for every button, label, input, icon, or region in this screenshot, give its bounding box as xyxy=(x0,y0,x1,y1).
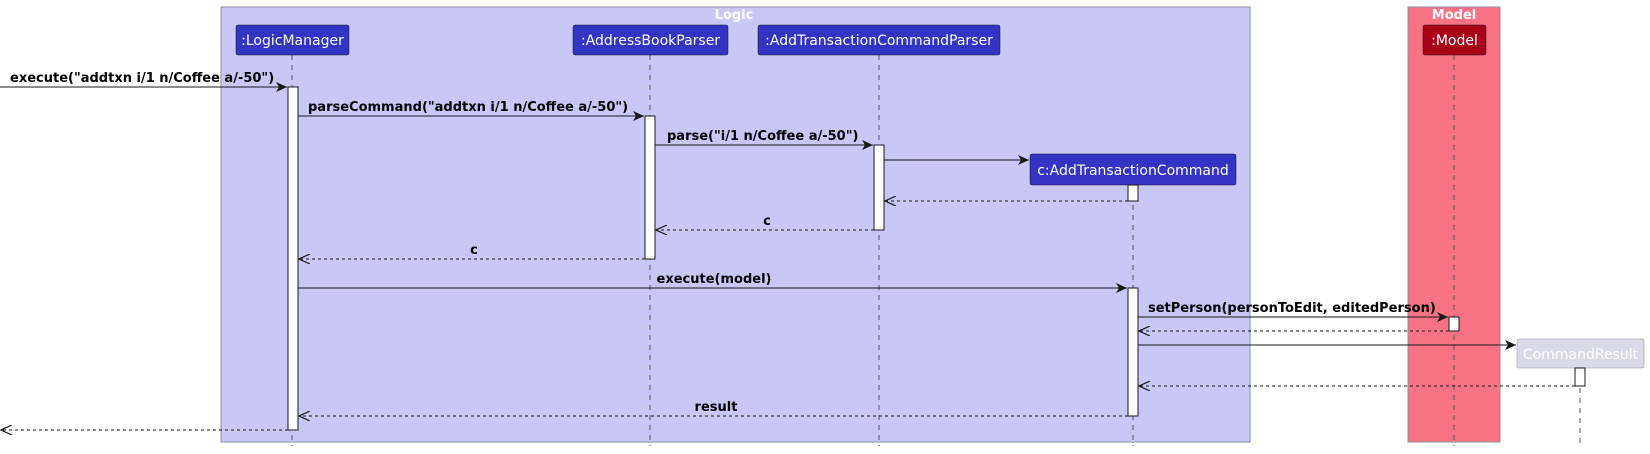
activation-logic-manager xyxy=(287,86,299,431)
participant-add-txn-parser: :AddTransactionCommandParser xyxy=(757,24,1001,56)
svg-text::AddTransactionCommandParser: :AddTransactionCommandParser xyxy=(765,33,993,49)
activation-add-txn-command-exec xyxy=(1127,287,1139,417)
svg-text:c:AddTransactionCommand: c:AddTransactionCommand xyxy=(1037,163,1229,179)
activation-add-txn-parser xyxy=(873,144,885,231)
logic-boundary-title: Logic xyxy=(715,8,754,23)
model-boundary-title: Model xyxy=(1432,8,1476,23)
label-return-c-abp: c xyxy=(470,243,478,258)
svg-text::Model: :Model xyxy=(1431,33,1478,49)
participant-model: :Model xyxy=(1422,24,1487,56)
participant-command-result: CommandResult xyxy=(1516,338,1645,369)
label-set-person: setPerson(personToEdit, editedPerson) xyxy=(1148,301,1436,316)
logic-boundary xyxy=(220,6,1251,443)
activation-command-result xyxy=(1574,367,1586,387)
label-execute-model: execute(model) xyxy=(657,272,772,287)
label-parse-command: parseCommand("addtxn i/1 n/Coffee a/-50"… xyxy=(308,100,628,115)
participant-add-txn-command: c:AddTransactionCommand xyxy=(1029,153,1237,186)
svg-text::AddressBookParser: :AddressBookParser xyxy=(581,33,720,49)
participant-logic-manager: :LogicManager xyxy=(235,24,350,56)
label-parse: parse("i/1 n/Coffee a/-50") xyxy=(667,129,858,144)
label-execute-input: execute("addtxn i/1 n/Coffee a/-50") xyxy=(10,71,274,86)
activation-address-book-parser xyxy=(644,115,656,260)
svg-text::LogicManager: :LogicManager xyxy=(241,33,344,49)
activation-add-txn-command-ctor xyxy=(1127,184,1139,202)
participant-address-book-parser: :AddressBookParser xyxy=(572,24,729,56)
label-return-c-parser: c xyxy=(763,214,771,229)
label-return-result: result xyxy=(695,400,738,415)
activation-model xyxy=(1448,316,1460,332)
svg-text:CommandResult: CommandResult xyxy=(1523,347,1639,363)
